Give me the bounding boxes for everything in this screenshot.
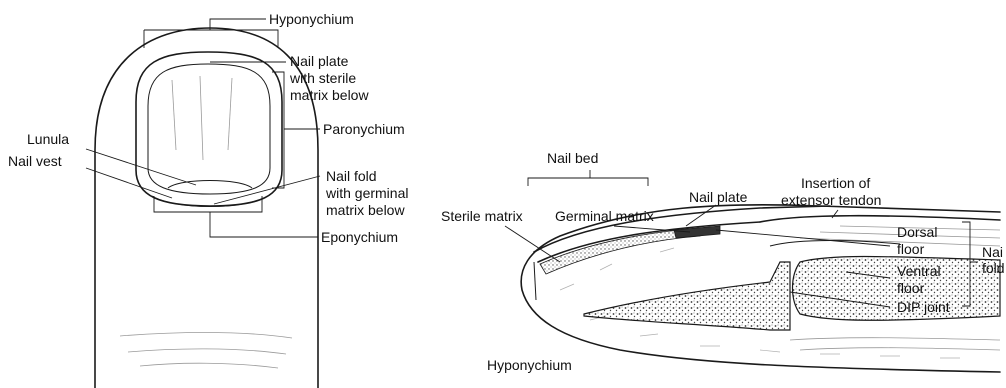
nail-plate	[148, 64, 270, 194]
label-nail-fold-group-line2: fold	[982, 260, 1005, 276]
nail-streak	[200, 76, 203, 160]
label-ventral-floor-line2: floor	[897, 280, 925, 296]
label-nail-fold-line1: Nail fold	[326, 168, 377, 184]
nail-bed-bracket	[528, 170, 648, 186]
skin-crease	[140, 363, 278, 368]
label-ventral-floor-line1: Ventral	[897, 263, 941, 279]
label-paronychium: Paronychium	[323, 121, 405, 137]
nail-fold-leader	[214, 176, 320, 204]
label-nail-plate-line3: matrix below	[290, 87, 369, 103]
label-nail-fold-group: Nai fold	[982, 244, 1006, 276]
hyponychium-bracket	[144, 30, 278, 48]
label-hyponychium-bottom: Hyponychium	[487, 357, 572, 373]
distal-phalanx	[584, 262, 790, 330]
label-dorsal-floor: Dorsal floor	[897, 224, 941, 257]
label-lunula: Lunula	[27, 131, 69, 147]
lunula	[168, 181, 252, 189]
nail-streak	[228, 78, 232, 150]
label-dip-joint: DIP joint	[897, 299, 950, 315]
skin-crease	[120, 333, 292, 339]
dorsal-floor-leader	[716, 230, 890, 246]
label-nail-fold-group-line1: Nai	[982, 244, 1003, 260]
label-nail-fold-line2: with germinal	[325, 185, 408, 201]
label-sterile-matrix: Sterile matrix	[441, 208, 523, 224]
label-nail-plate-line1: Nail plate	[290, 53, 349, 69]
label-nail-plate-line2: with sterile	[289, 70, 356, 86]
nail-streak	[172, 80, 176, 150]
label-dorsal-floor-line1: Dorsal	[897, 224, 937, 240]
label-nail-bed: Nail bed	[547, 150, 598, 166]
lunula-leader	[86, 149, 196, 185]
label-insertion: Insertion of extensor tendon	[781, 175, 881, 208]
label-nail-fold: Nail fold with germinal matrix below	[325, 168, 412, 218]
label-nail-vest: Nail vest	[8, 153, 62, 169]
label-insertion-line2: extensor tendon	[781, 192, 881, 208]
label-nail-plate-r: Nail plate	[689, 189, 748, 205]
volar-tissue	[790, 338, 1000, 350]
label-germinal-matrix: Germinal matrix	[555, 208, 654, 224]
label-insertion-line1: Insertion of	[801, 175, 870, 191]
finger-outline	[95, 28, 318, 388]
hyponychium-marker	[534, 262, 536, 300]
extensor-tendon	[760, 216, 1000, 222]
skin-crease	[128, 349, 286, 354]
fingertip-dorsal-view	[86, 19, 320, 388]
label-eponychium: Eponychium	[321, 229, 398, 245]
eponychium-leader	[210, 212, 318, 237]
label-hyponychium-top: Hyponychium	[269, 11, 354, 27]
label-nail-fold-line3: matrix below	[326, 202, 405, 218]
label-dorsal-floor-line2: floor	[897, 241, 925, 257]
label-nail-plate: Nail plate with sterile matrix below	[289, 53, 369, 103]
nail-outline	[136, 52, 282, 206]
nail-fold	[152, 196, 268, 207]
